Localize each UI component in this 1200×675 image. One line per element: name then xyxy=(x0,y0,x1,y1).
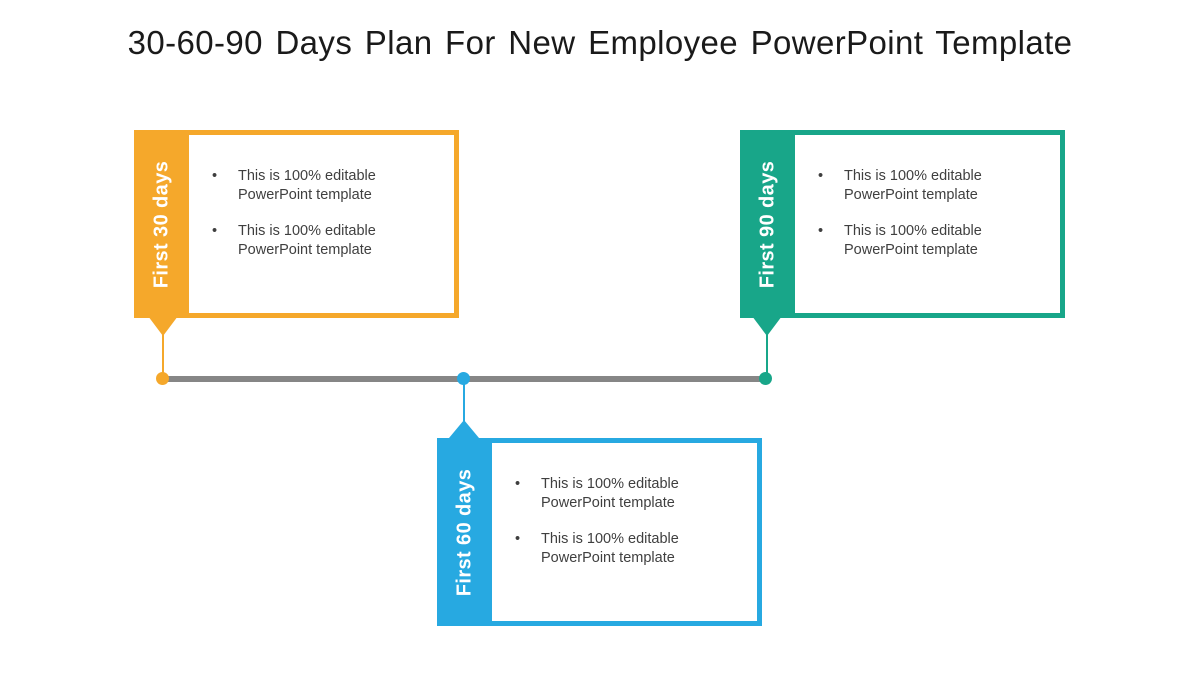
card-bullet-list-30: • This is 100% editable PowerPoint templ… xyxy=(189,135,454,313)
bullet-item: • This is 100% editable PowerPoint templ… xyxy=(515,530,749,568)
bullet-icon: • xyxy=(212,168,218,184)
card-label-90: First 90 days xyxy=(756,160,778,288)
bullet-text: This is 100% editable PowerPoint templat… xyxy=(844,168,982,203)
bullet-text: This is 100% editable PowerPoint templat… xyxy=(844,223,982,258)
bullet-icon: • xyxy=(818,223,824,239)
bullet-item: • This is 100% editable PowerPoint templ… xyxy=(818,167,1052,205)
card-bullet-list-60: • This is 100% editable PowerPoint templ… xyxy=(492,443,757,621)
bullet-text: This is 100% editable PowerPoint templat… xyxy=(541,531,679,566)
card-label-60: First 60 days xyxy=(453,468,475,596)
card-first-30-days: First 30 days • This is 100% editable Po… xyxy=(134,130,459,318)
timeline-dot-30-icon xyxy=(156,372,169,385)
card-first-60-days: First 60 days • This is 100% editable Po… xyxy=(437,438,762,626)
card-label-strip-90: First 90 days xyxy=(740,130,795,318)
bullet-icon: • xyxy=(515,531,521,547)
connector-pointer-30-icon xyxy=(148,316,178,336)
card-label-strip-30: First 30 days xyxy=(134,130,189,318)
bullet-item: • This is 100% editable PowerPoint templ… xyxy=(212,167,446,205)
bullet-icon: • xyxy=(515,476,521,492)
timeline-dot-90-icon xyxy=(759,372,772,385)
connector-pointer-60-icon xyxy=(449,420,479,438)
bullet-icon: • xyxy=(212,223,218,239)
slide-title: 30-60-90 Days Plan For New Employee Powe… xyxy=(127,24,1073,61)
card-label-strip-60: First 60 days xyxy=(437,438,492,626)
connector-line-60 xyxy=(463,384,465,422)
bullet-text: This is 100% editable PowerPoint templat… xyxy=(238,223,376,258)
connector-pointer-90-icon xyxy=(752,316,782,336)
card-first-90-days: First 90 days • This is 100% editable Po… xyxy=(740,130,1065,318)
connector-line-90 xyxy=(766,334,768,374)
connector-line-30 xyxy=(162,334,164,374)
bullet-icon: • xyxy=(818,168,824,184)
bullet-item: • This is 100% editable PowerPoint templ… xyxy=(212,222,446,260)
bullet-item: • This is 100% editable PowerPoint templ… xyxy=(515,475,749,513)
bullet-text: This is 100% editable PowerPoint templat… xyxy=(238,168,376,203)
card-label-30: First 30 days xyxy=(150,160,172,288)
timeline-dot-60-icon xyxy=(457,372,470,385)
bullet-text: This is 100% editable PowerPoint templat… xyxy=(541,476,679,511)
bullet-item: • This is 100% editable PowerPoint templ… xyxy=(818,222,1052,260)
card-bullet-list-90: • This is 100% editable PowerPoint templ… xyxy=(795,135,1060,313)
